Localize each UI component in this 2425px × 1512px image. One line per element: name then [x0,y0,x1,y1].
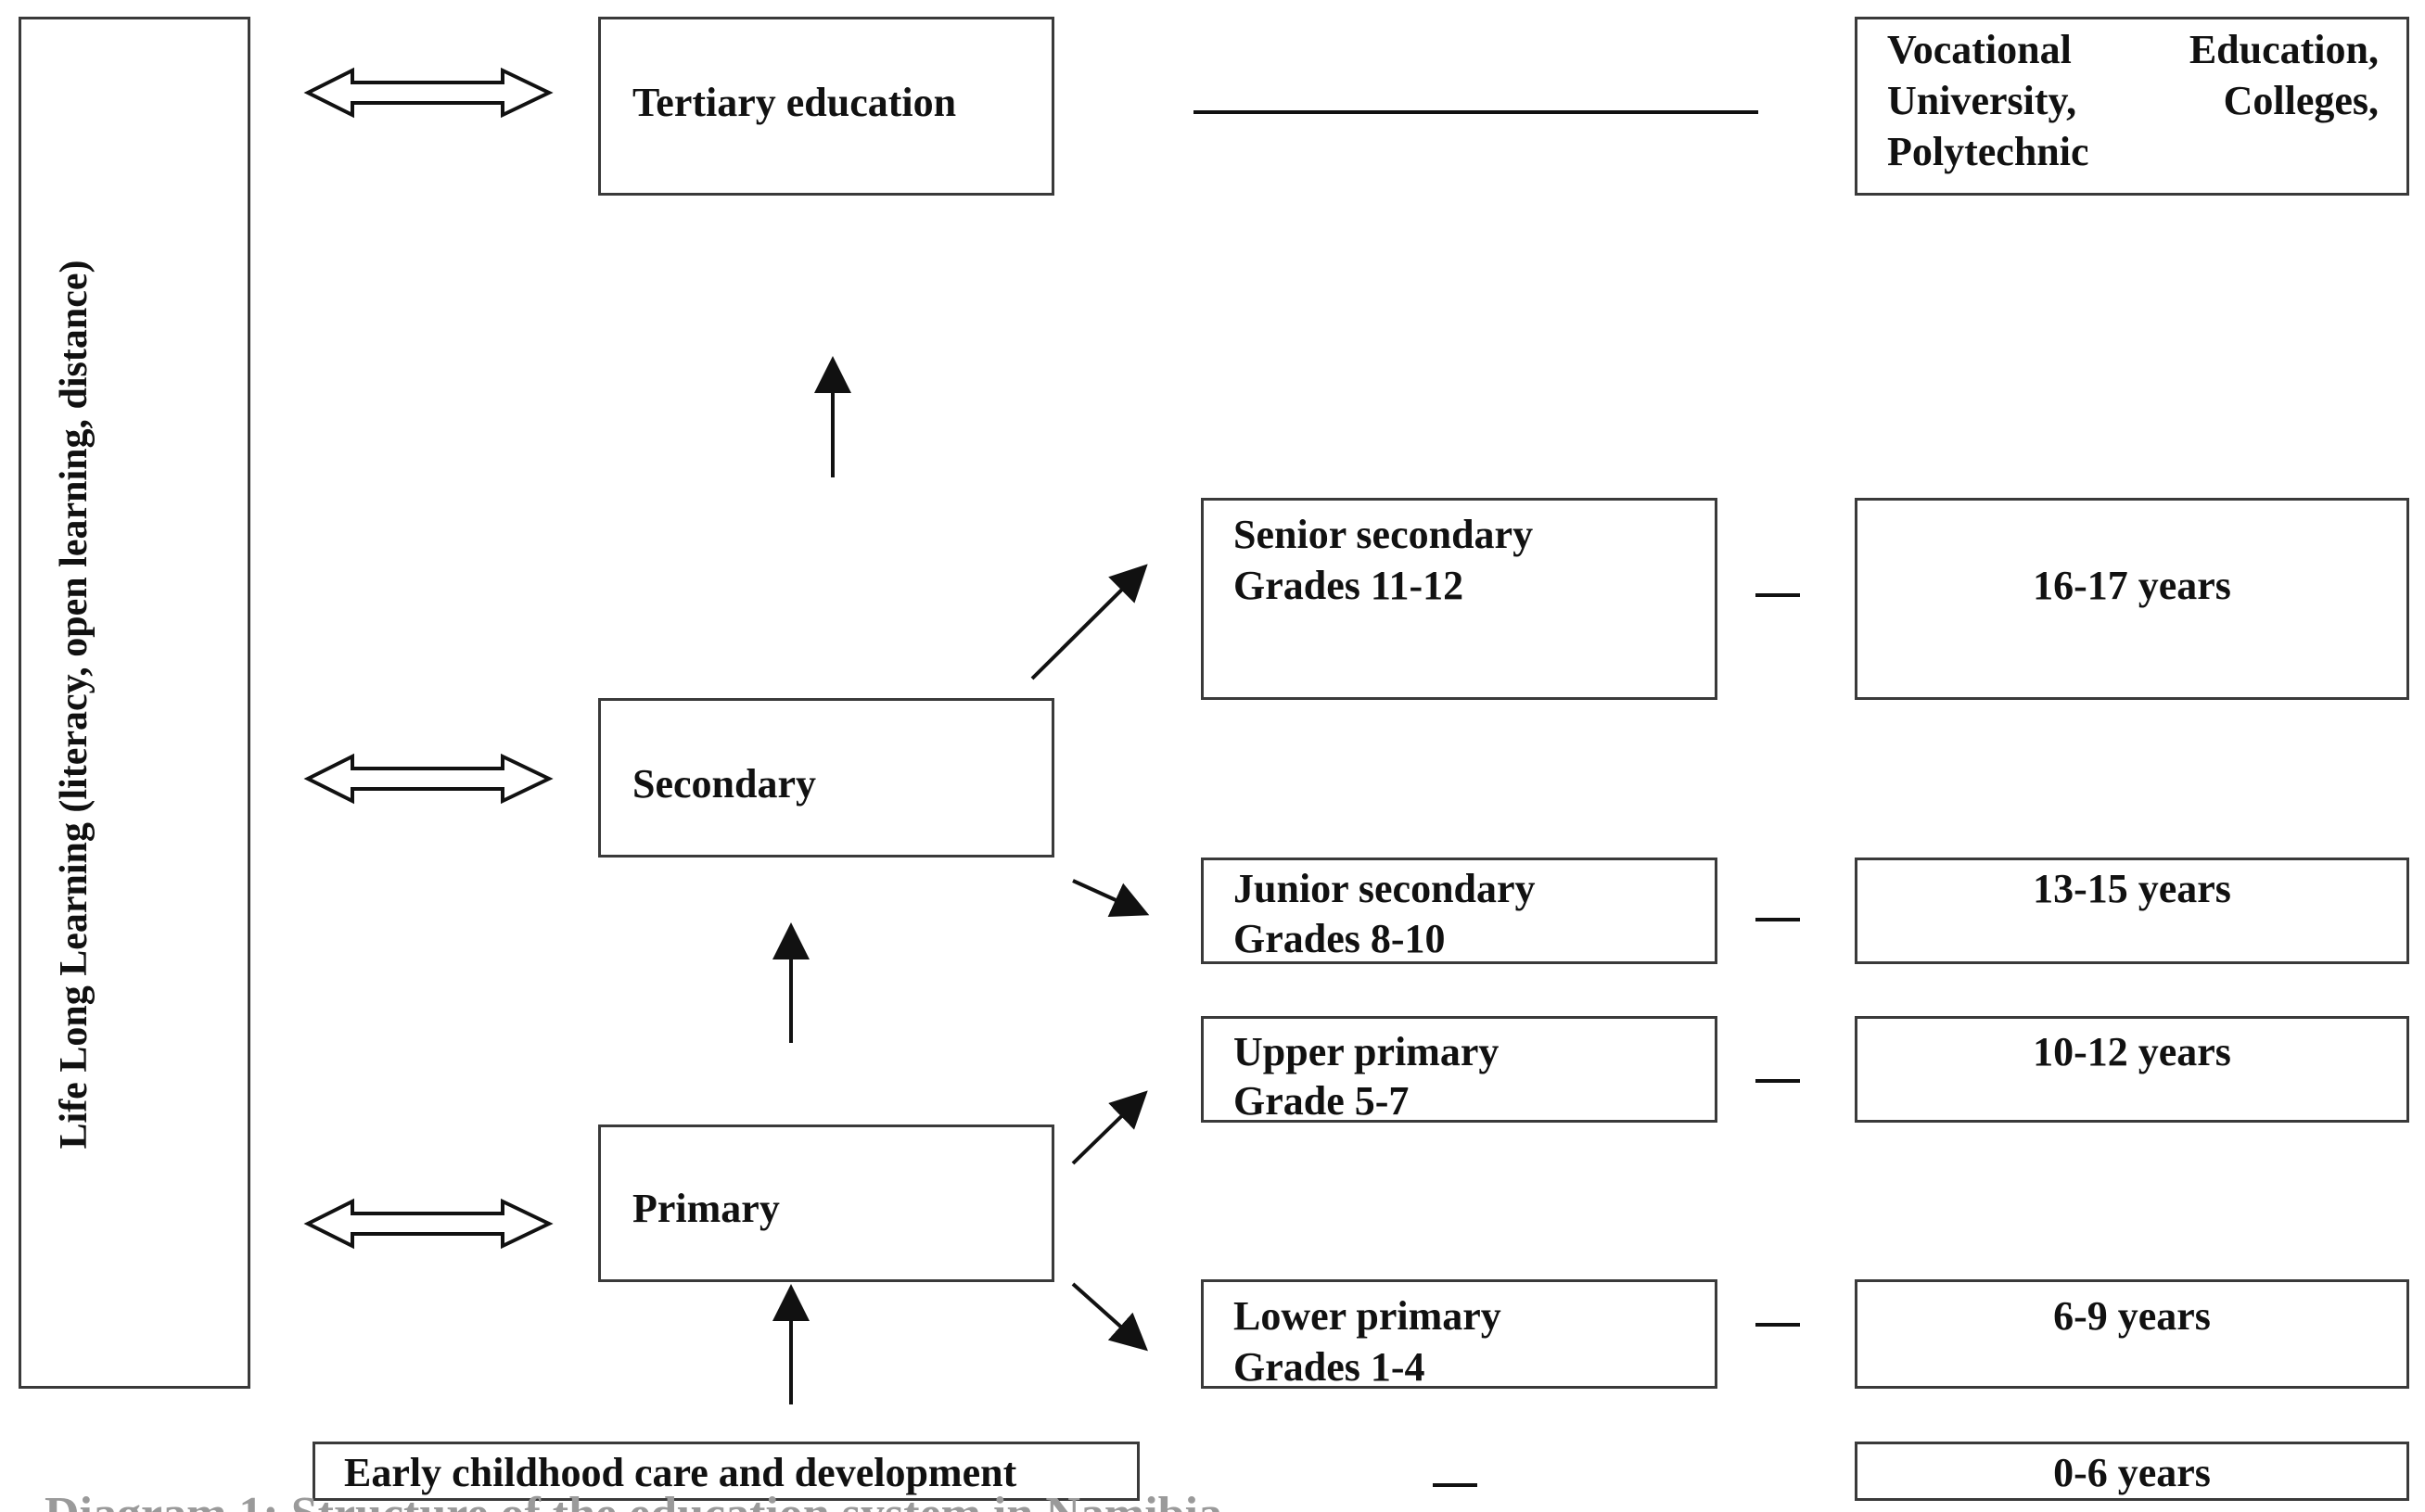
arrow-primary-to-upper [1071,1090,1148,1165]
secondary-label: Secondary [632,761,816,807]
tertiary-outcome-line-2: University, Colleges, [1887,75,2379,126]
outcome-polytechnic: Polytechnic [1887,129,2089,174]
outcome-vocational: Vocational [1887,27,2072,72]
dash-early-childhood [1433,1483,1477,1487]
age-senior-secondary-box: 16-17 years [1855,498,2409,700]
double-arrow-secondary [303,753,554,805]
double-arrow-primary [303,1198,554,1250]
senior-secondary-box: Senior secondary Grades 11-12 [1201,498,1717,700]
arrow-secondary-to-junior [1072,879,1150,918]
lower-primary-grades: Grades 1-4 [1233,1344,1425,1390]
double-arrow-tertiary [303,67,554,119]
outcome-education: Education, [2189,27,2379,72]
age-early-childhood: 0-6 years [2053,1450,2211,1495]
primary-box: Primary [598,1124,1054,1282]
dash-senior-secondary [1755,593,1800,597]
age-upper-primary-box: 10-12 years [1855,1016,2409,1123]
upper-primary-box: Upper primary Grade 5-7 [1201,1016,1717,1124]
tertiary-outcome-line-1: Vocational Education, [1887,24,2379,75]
early-childhood-box: Early childhood care and development [313,1442,1140,1501]
junior-secondary-name: Junior secondary [1233,866,1536,911]
tertiary-outcome-box: Vocational Education, University, Colleg… [1855,17,2409,196]
age-lower-primary: 6-9 years [2053,1293,2211,1339]
age-senior-secondary: 16-17 years [2033,563,2231,608]
senior-secondary-grades: Grades 11-12 [1233,563,1464,608]
outcome-university: University, [1887,78,2077,123]
lifelong-learning-box [19,17,250,1389]
tertiary-box: Tertiary education [598,17,1054,196]
lower-primary-name: Lower primary [1233,1293,1501,1339]
junior-secondary-box: Junior secondary Grades 8-10 [1201,858,1717,964]
age-upper-primary: 10-12 years [2033,1029,2231,1074]
tertiary-label: Tertiary education [632,80,957,125]
junior-secondary-grades: Grades 8-10 [1233,916,1446,961]
outcome-colleges: Colleges, [2223,78,2379,123]
senior-secondary-name: Senior secondary [1233,512,1534,557]
age-early-childhood-box: 0-6 years [1855,1442,2409,1501]
upper-primary-name: Upper primary [1233,1029,1500,1074]
lower-primary-box: Lower primary Grades 1-4 [1201,1279,1717,1390]
upper-primary-grades: Grade 5-7 [1233,1078,1410,1124]
age-junior-secondary-box: 13-15 years [1855,858,2409,964]
arrow-primary-to-lower [1071,1282,1148,1352]
dash-upper-primary [1755,1079,1800,1083]
primary-label: Primary [632,1186,780,1231]
secondary-box: Secondary [598,698,1054,858]
early-childhood-label: Early childhood care and development [344,1450,1017,1495]
age-lower-primary-box: 6-9 years [1855,1279,2409,1389]
dash-junior-secondary [1755,918,1800,921]
dash-lower-primary [1755,1323,1800,1327]
diagram-caption: Diagram 1: Structure of the education sy… [45,1487,1222,1512]
age-junior-secondary: 13-15 years [2033,866,2231,911]
lifelong-learning-label: Life Long Learning (literacy, open learn… [53,260,96,1150]
arrow-secondary-to-senior [1030,564,1148,680]
